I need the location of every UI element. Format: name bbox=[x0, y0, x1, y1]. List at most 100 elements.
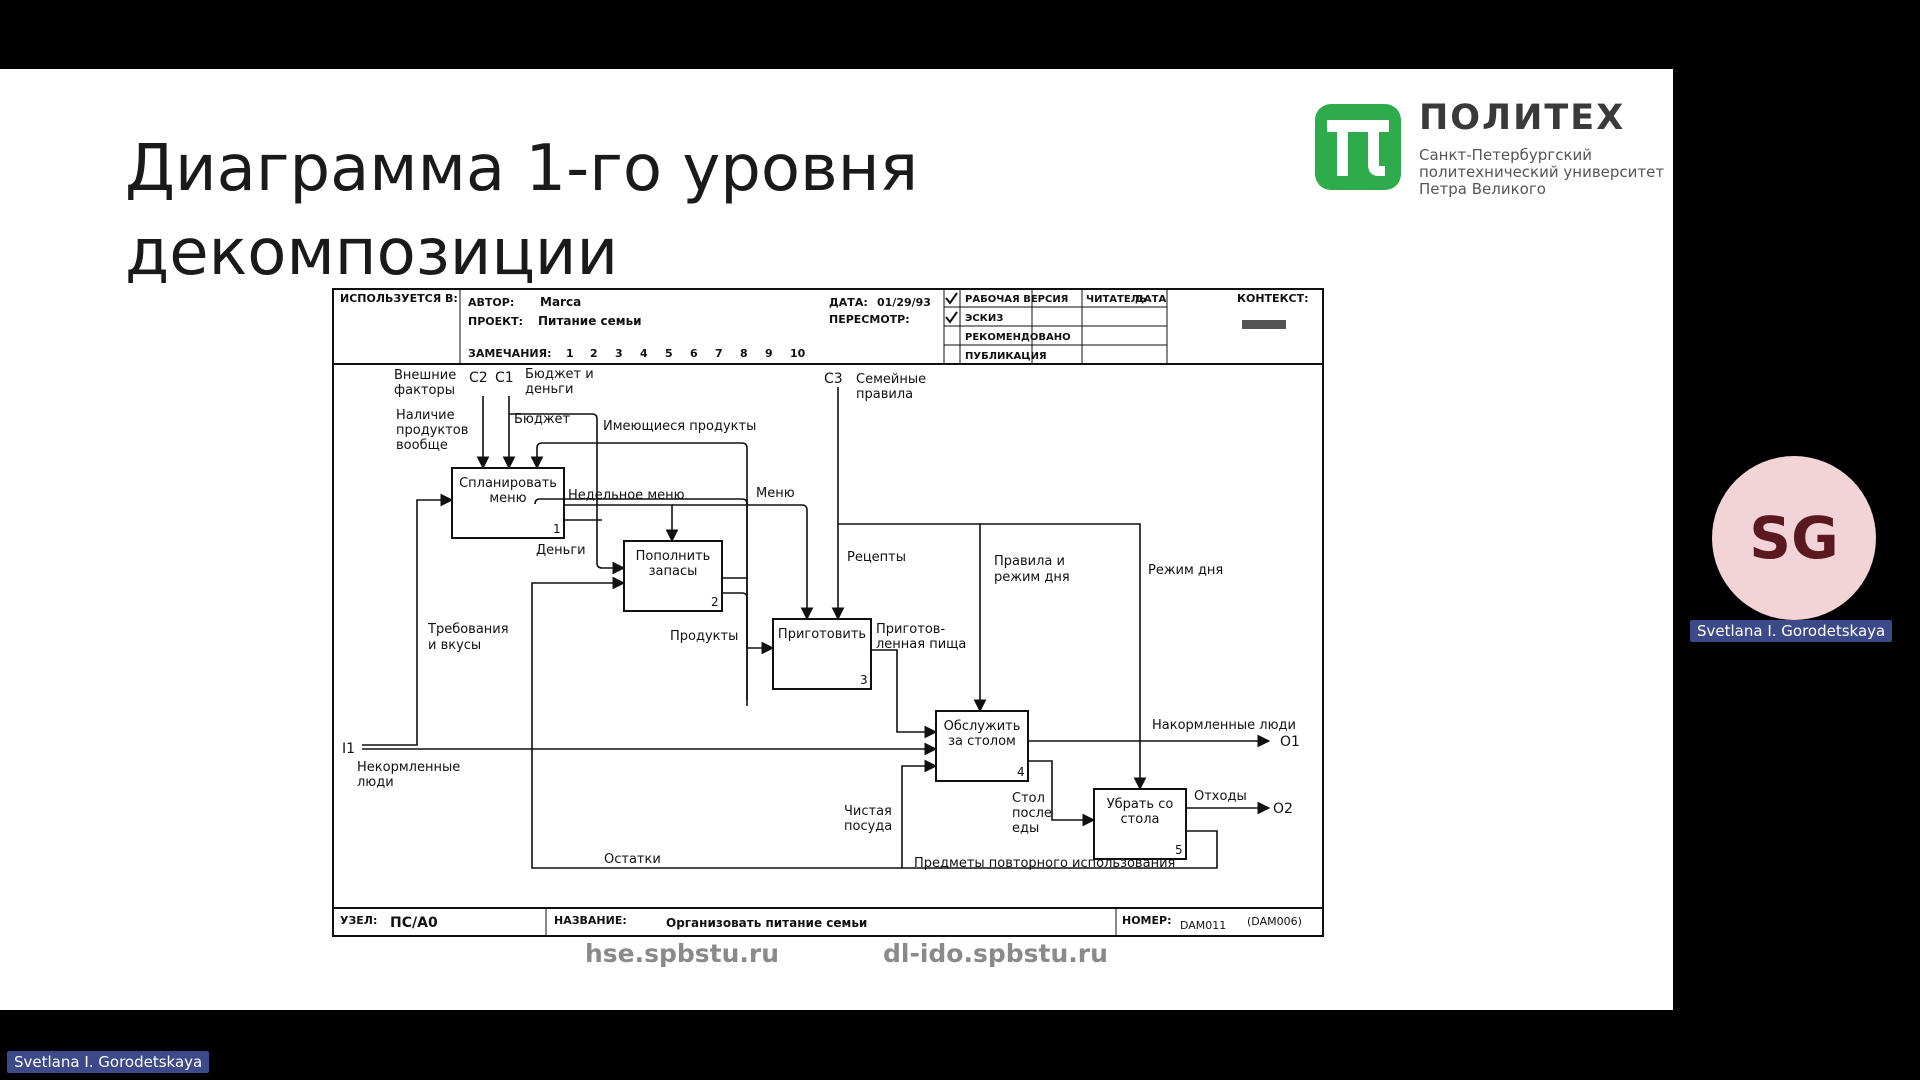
label-weekly-menu: Недельное меню bbox=[568, 488, 685, 503]
box-1-number: 1 bbox=[553, 522, 561, 536]
notes-numbers: 1 2 3 4 5 6 7 8 9 10 bbox=[566, 347, 806, 360]
link-hse[interactable]: hse.spbstu.ru bbox=[585, 939, 780, 968]
node-label: УЗЕЛ: bbox=[340, 914, 377, 927]
box-3-number: 3 bbox=[860, 673, 868, 687]
code-c2: C2 bbox=[469, 370, 488, 386]
label-availability: Наличие bbox=[396, 408, 455, 423]
note-number: 8 bbox=[740, 347, 748, 360]
date-label: ДАТА: bbox=[829, 296, 868, 309]
label-recipes: Рецепты bbox=[847, 550, 906, 565]
label-daily-routine: Режим дня bbox=[1148, 563, 1223, 578]
logo-line-1: Санкт-Петербургский bbox=[1419, 146, 1593, 164]
label-requirements: Требования bbox=[427, 622, 509, 637]
logo-name: ПОЛИТЕХ bbox=[1419, 98, 1626, 138]
label-products: Продукты bbox=[670, 629, 738, 644]
label-rules-routine: Правила и bbox=[994, 554, 1065, 569]
notes-label: ЗАМЕЧАНИЯ: bbox=[468, 347, 551, 360]
author-value: Marca bbox=[540, 295, 581, 309]
participant-avatar[interactable]: SG bbox=[1712, 456, 1876, 620]
note-number: 1 bbox=[566, 347, 574, 360]
author-label: АВТОР: bbox=[468, 296, 514, 309]
arrow-products bbox=[722, 592, 775, 655]
code-i1: I1 bbox=[342, 741, 355, 757]
label-menu: Меню bbox=[756, 486, 795, 501]
slide-title-line2: декомпозиции bbox=[125, 216, 619, 290]
used-in-label: ИСПОЛЬЗУЕТСЯ В: bbox=[340, 292, 458, 305]
label-rules-routine: режим дня bbox=[994, 570, 1070, 585]
link-dl-ido[interactable]: dl-ido.spbstu.ru bbox=[883, 939, 1108, 968]
code-o2: O2 bbox=[1273, 801, 1293, 817]
project-value: Питание семьи bbox=[538, 314, 642, 328]
note-number: 10 bbox=[790, 347, 806, 360]
note-number: 2 bbox=[590, 347, 598, 360]
polytech-logo: ПОЛИТЕХ Санкт-Петербургский политехничес… bbox=[1315, 98, 1665, 198]
label-table-after: Стол bbox=[1012, 791, 1045, 806]
label-unfed-people: Некормленные bbox=[357, 760, 460, 775]
box-2-title: Пополнить bbox=[636, 549, 711, 564]
note-number: 7 bbox=[715, 347, 723, 360]
presentation-slide: Диаграмма 1-го уровня декомпозиции ПОЛИТ… bbox=[0, 69, 1673, 1010]
box-4-title: Обслужить bbox=[944, 719, 1021, 734]
name-label: НАЗВАНИЕ: bbox=[554, 914, 627, 927]
number-ref: (DAM006) bbox=[1247, 915, 1302, 928]
arrow-leftovers bbox=[531, 576, 902, 869]
label-available-products: Имеющиеся продукты bbox=[603, 419, 756, 434]
label-table-after: после bbox=[1012, 806, 1052, 821]
code-o1: O1 bbox=[1280, 734, 1300, 750]
label-external-factors: Внешние bbox=[394, 368, 456, 383]
label-clean-dishes: Чистая bbox=[844, 804, 892, 819]
arrow-menu bbox=[672, 504, 814, 621]
box-4-number: 4 bbox=[1017, 765, 1025, 779]
activity-box-3 bbox=[772, 618, 872, 690]
arrow-clean-dishes bbox=[901, 759, 1218, 869]
arrow-available-products bbox=[530, 442, 748, 706]
label-budget-money: деньги bbox=[525, 382, 573, 397]
activity-box-2 bbox=[623, 540, 723, 612]
label-budget: Бюджет bbox=[514, 412, 571, 427]
box-2-subtitle: запасы bbox=[649, 564, 698, 579]
label-leftovers: Остатки bbox=[604, 852, 661, 867]
label-budget-money: Бюджет и bbox=[525, 367, 594, 382]
context-thumbnail bbox=[1242, 320, 1286, 329]
logo-line-3: Петра Великого bbox=[1419, 180, 1546, 198]
reader-label: ЧИТАТЕЛЬ bbox=[1086, 294, 1147, 305]
label-table-after: еды bbox=[1012, 821, 1039, 836]
arrow-daily-routine bbox=[980, 523, 1147, 791]
label-reusable-items: Предметы повторного использования bbox=[914, 856, 1175, 871]
box-3-title: Приготовить bbox=[778, 627, 866, 642]
check-icon bbox=[945, 292, 958, 305]
number-label: НОМЕР: bbox=[1122, 914, 1171, 927]
code-c1: C1 bbox=[495, 370, 514, 386]
arrow-cooked-food bbox=[871, 649, 938, 739]
number-value: DAM011 bbox=[1180, 919, 1226, 932]
context-label: КОНТЕКСТ: bbox=[1237, 292, 1309, 305]
box-4-subtitle: за столом bbox=[948, 734, 1016, 749]
note-number: 4 bbox=[640, 347, 648, 360]
idef0-diagram: ИСПОЛЬЗУЕТСЯ В: АВТОР: Marca ПРОЕКТ: Пит… bbox=[332, 288, 1324, 937]
box-1-subtitle: меню bbox=[489, 491, 526, 506]
label-cooked-food: Приготов- bbox=[876, 622, 945, 637]
activity-box-1 bbox=[451, 467, 565, 539]
label-clean-dishes: посуда bbox=[844, 819, 892, 834]
date-value: 01/29/93 bbox=[877, 296, 931, 309]
slide-title-line1: Диаграмма 1-го уровня bbox=[125, 132, 919, 206]
label-requirements: и вкусы bbox=[428, 638, 481, 653]
logo-line-2: политехнический университет bbox=[1419, 163, 1665, 181]
box-5-title: Убрать со bbox=[1107, 797, 1174, 812]
date-column-label: ДАТА bbox=[1135, 294, 1166, 305]
box-5-number: 5 bbox=[1175, 843, 1183, 857]
check-icon bbox=[945, 311, 958, 324]
note-number: 6 bbox=[690, 347, 698, 360]
label-external-factors: факторы bbox=[394, 383, 455, 398]
presenter-name-tag: Svetlana I. Gorodetskaya bbox=[7, 1051, 210, 1073]
status-working: РАБОЧАЯ ВЕРСИЯ bbox=[965, 294, 1068, 305]
label-cooked-food: ленная пища bbox=[876, 637, 966, 652]
project-label: ПРОЕКТ: bbox=[468, 315, 523, 328]
label-money: Деньги bbox=[536, 543, 586, 558]
label-availability: вообще bbox=[396, 438, 448, 453]
status-recommended: РЕКОМЕНДОВАНО bbox=[965, 332, 1071, 343]
slide-title: Диаграмма 1-го уровня декомпозиции bbox=[125, 127, 918, 295]
box-5-subtitle: стола bbox=[1121, 812, 1160, 827]
participant-name-tag: Svetlana I. Gorodetskaya bbox=[1690, 620, 1893, 642]
diagram-footer bbox=[333, 907, 1323, 936]
